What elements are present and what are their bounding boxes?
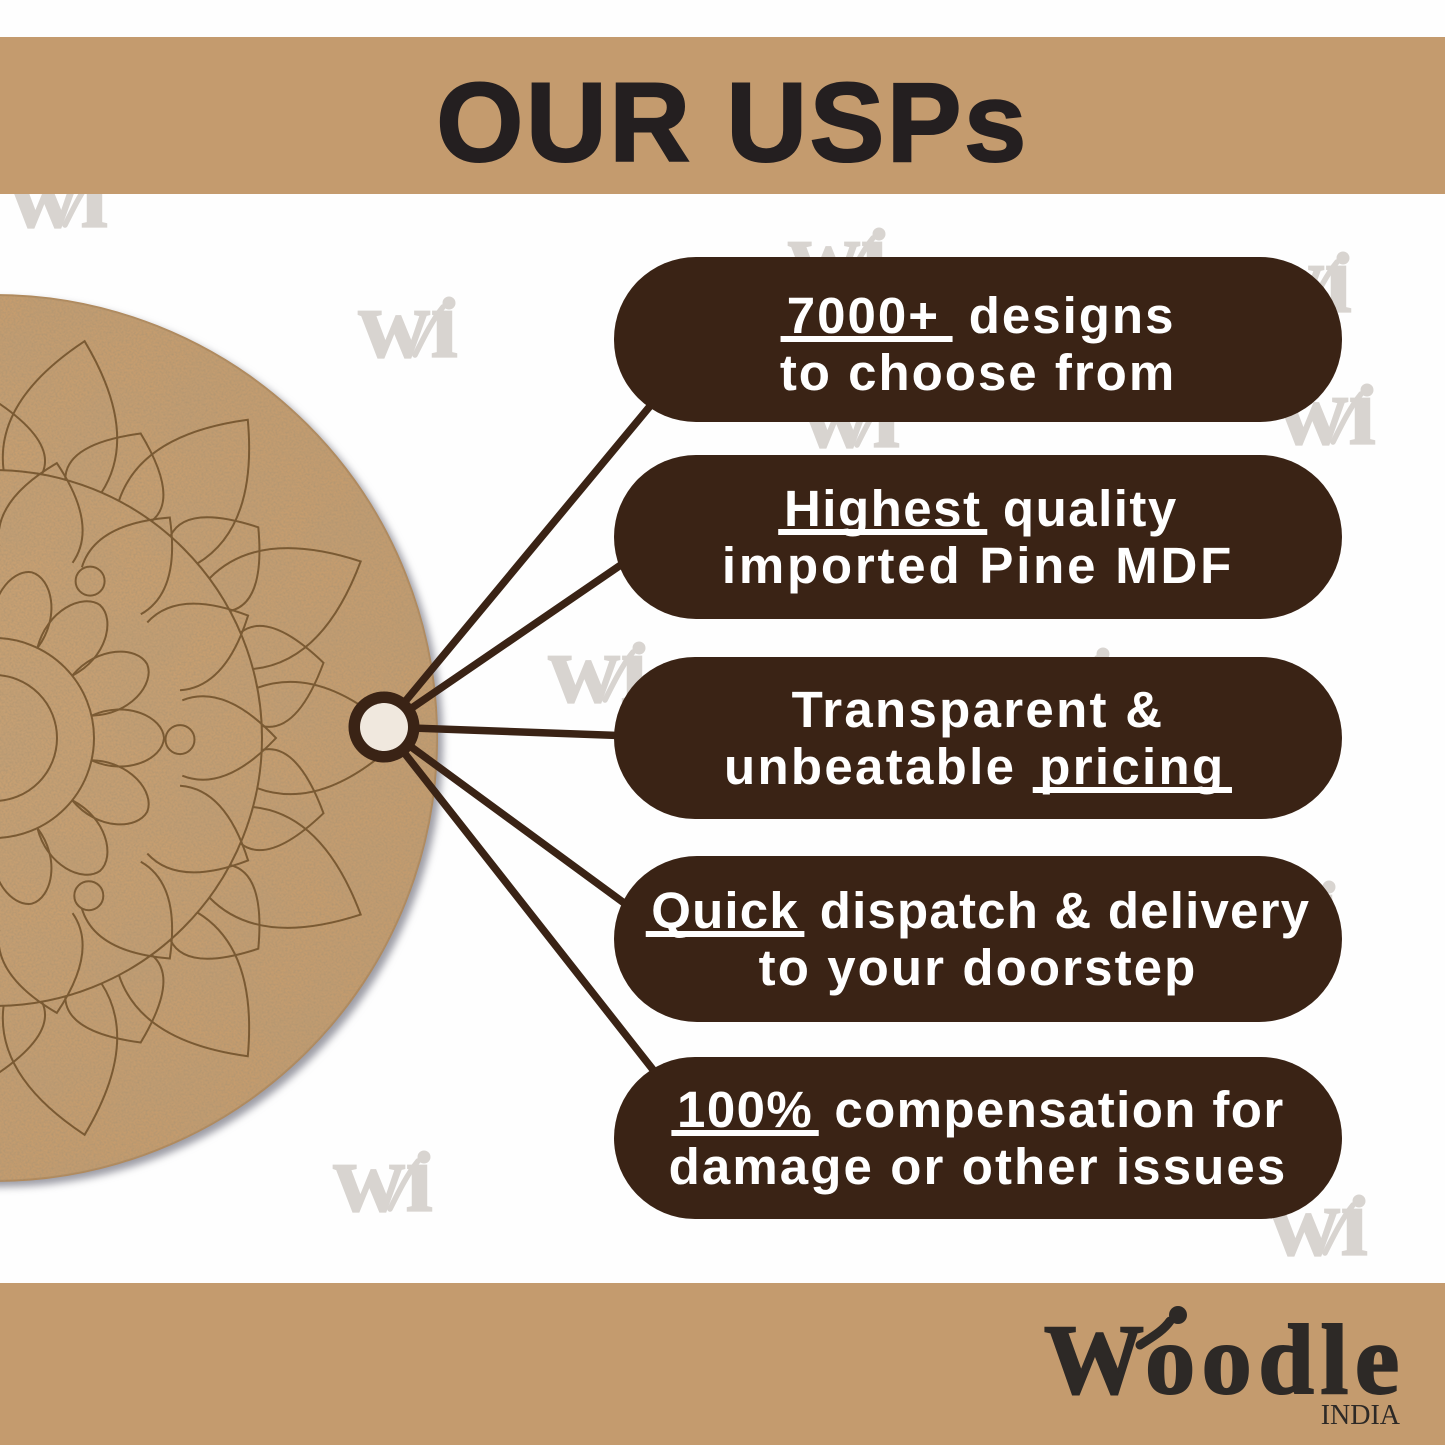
- svg-text:INDIA: INDIA: [1321, 1400, 1401, 1431]
- svg-text:Woodle: Woodle: [1044, 1304, 1406, 1415]
